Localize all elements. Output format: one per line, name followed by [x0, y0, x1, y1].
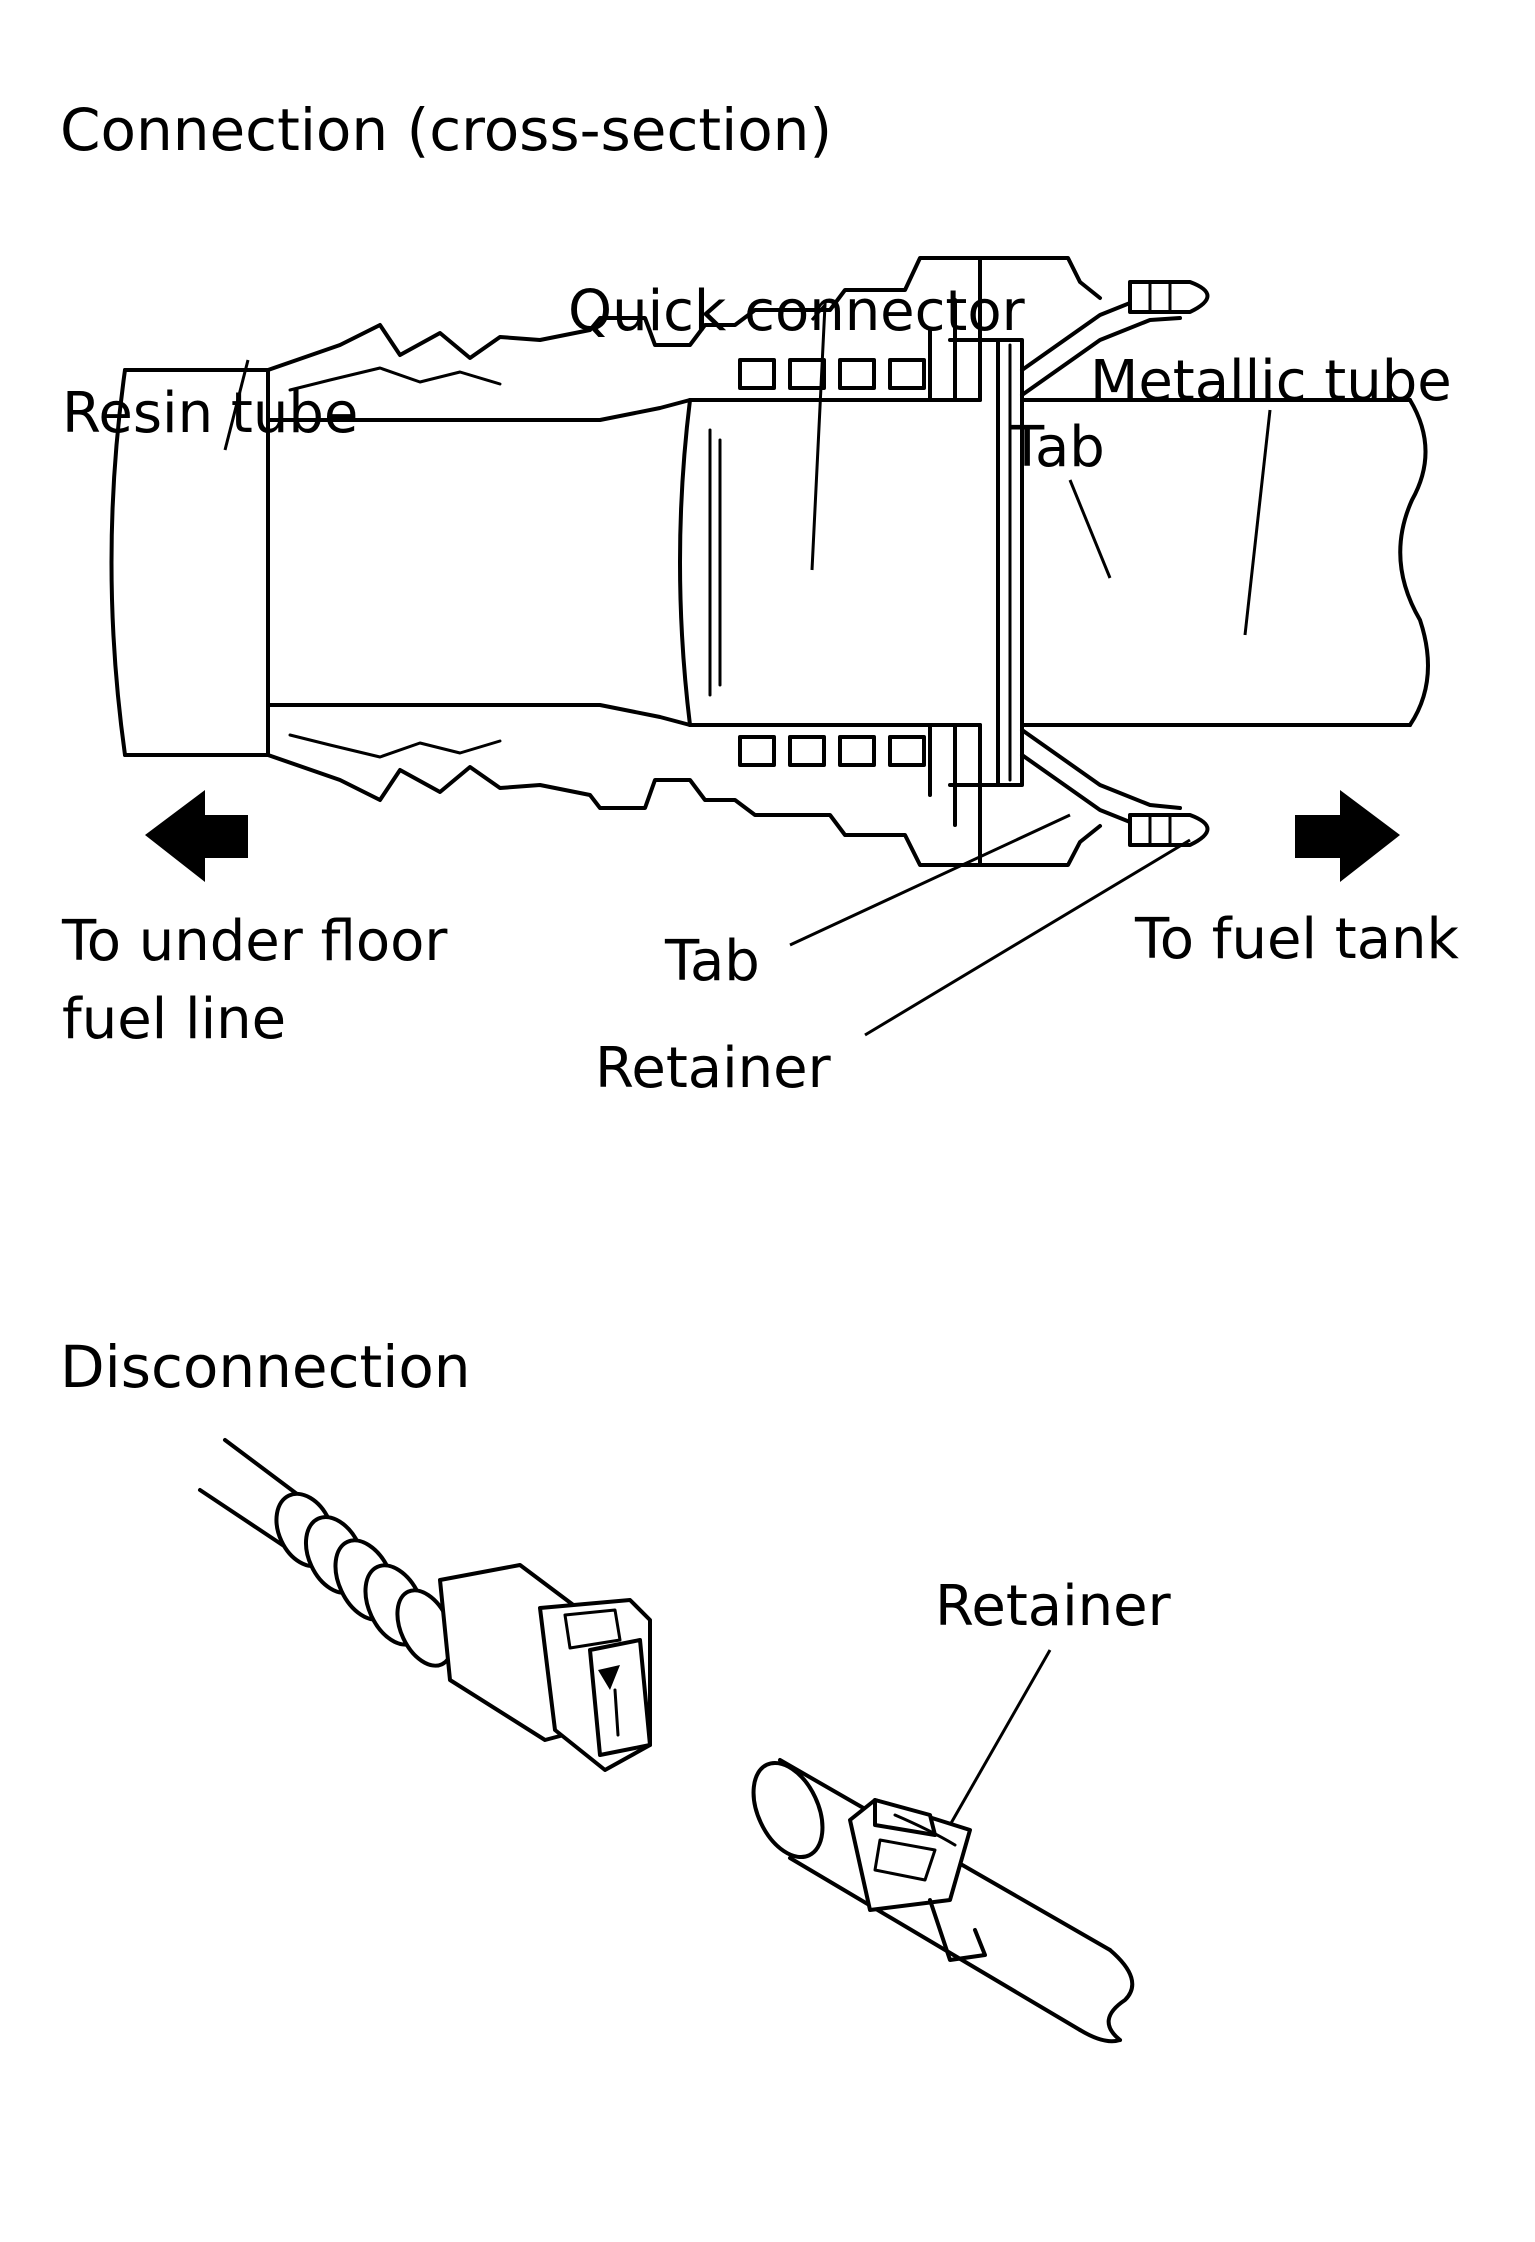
metallic-tube-shape	[1020, 398, 1430, 727]
label-to-under-floor-2: fuel line	[62, 987, 286, 1052]
leader-resin-tube	[223, 359, 250, 451]
retainer-clip	[848, 1798, 987, 1962]
disconnection-illustration: Retainer	[198, 1438, 1172, 2044]
leader-tab-upper	[1068, 479, 1112, 579]
retainer-ring	[996, 338, 1024, 787]
label-to-under-floor-1: To under floor	[61, 909, 448, 974]
label-retainer-disconnection: Retainer	[935, 1574, 1172, 1639]
quick-connector-outline-upper	[266, 256, 1102, 372]
label-resin-tube: Resin tube	[62, 381, 358, 446]
connection-title: Connection (cross-section)	[60, 96, 832, 164]
leader-quick-connector	[810, 300, 827, 571]
label-tab-upper: Tab	[1009, 415, 1105, 480]
label-quick-connector: Quick connector	[568, 279, 1026, 344]
label-to-fuel-tank: To fuel tank	[1134, 907, 1460, 972]
label-metallic-tube: Metallic tube	[1090, 349, 1452, 414]
disconnection-title: Disconnection	[60, 1333, 471, 1401]
metallic-tube-with-retainer	[751, 1758, 1135, 2044]
o-rings-upper	[738, 358, 926, 390]
connection-cross-section: Quick connector Metallic tube Resin tube…	[61, 256, 1460, 1101]
resin-tube-with-connector	[198, 1438, 652, 1772]
label-retainer-connection: Retainer	[595, 1036, 832, 1101]
leader-metallic-tube	[1243, 409, 1272, 636]
leader-retainer-connection	[864, 838, 1191, 1037]
arrow-right-icon	[1295, 790, 1400, 882]
o-rings-lower	[738, 735, 926, 767]
leader-tab-lower	[789, 813, 1071, 947]
label-tab-lower: Tab	[664, 929, 760, 994]
arrow-left-icon	[145, 790, 248, 882]
retainer-tabs	[1020, 280, 1210, 847]
quick-connector-outline-lower	[266, 753, 1102, 867]
leader-retainer-disconnection	[948, 1649, 1052, 1826]
metallic-tube-inner	[678, 398, 982, 727]
